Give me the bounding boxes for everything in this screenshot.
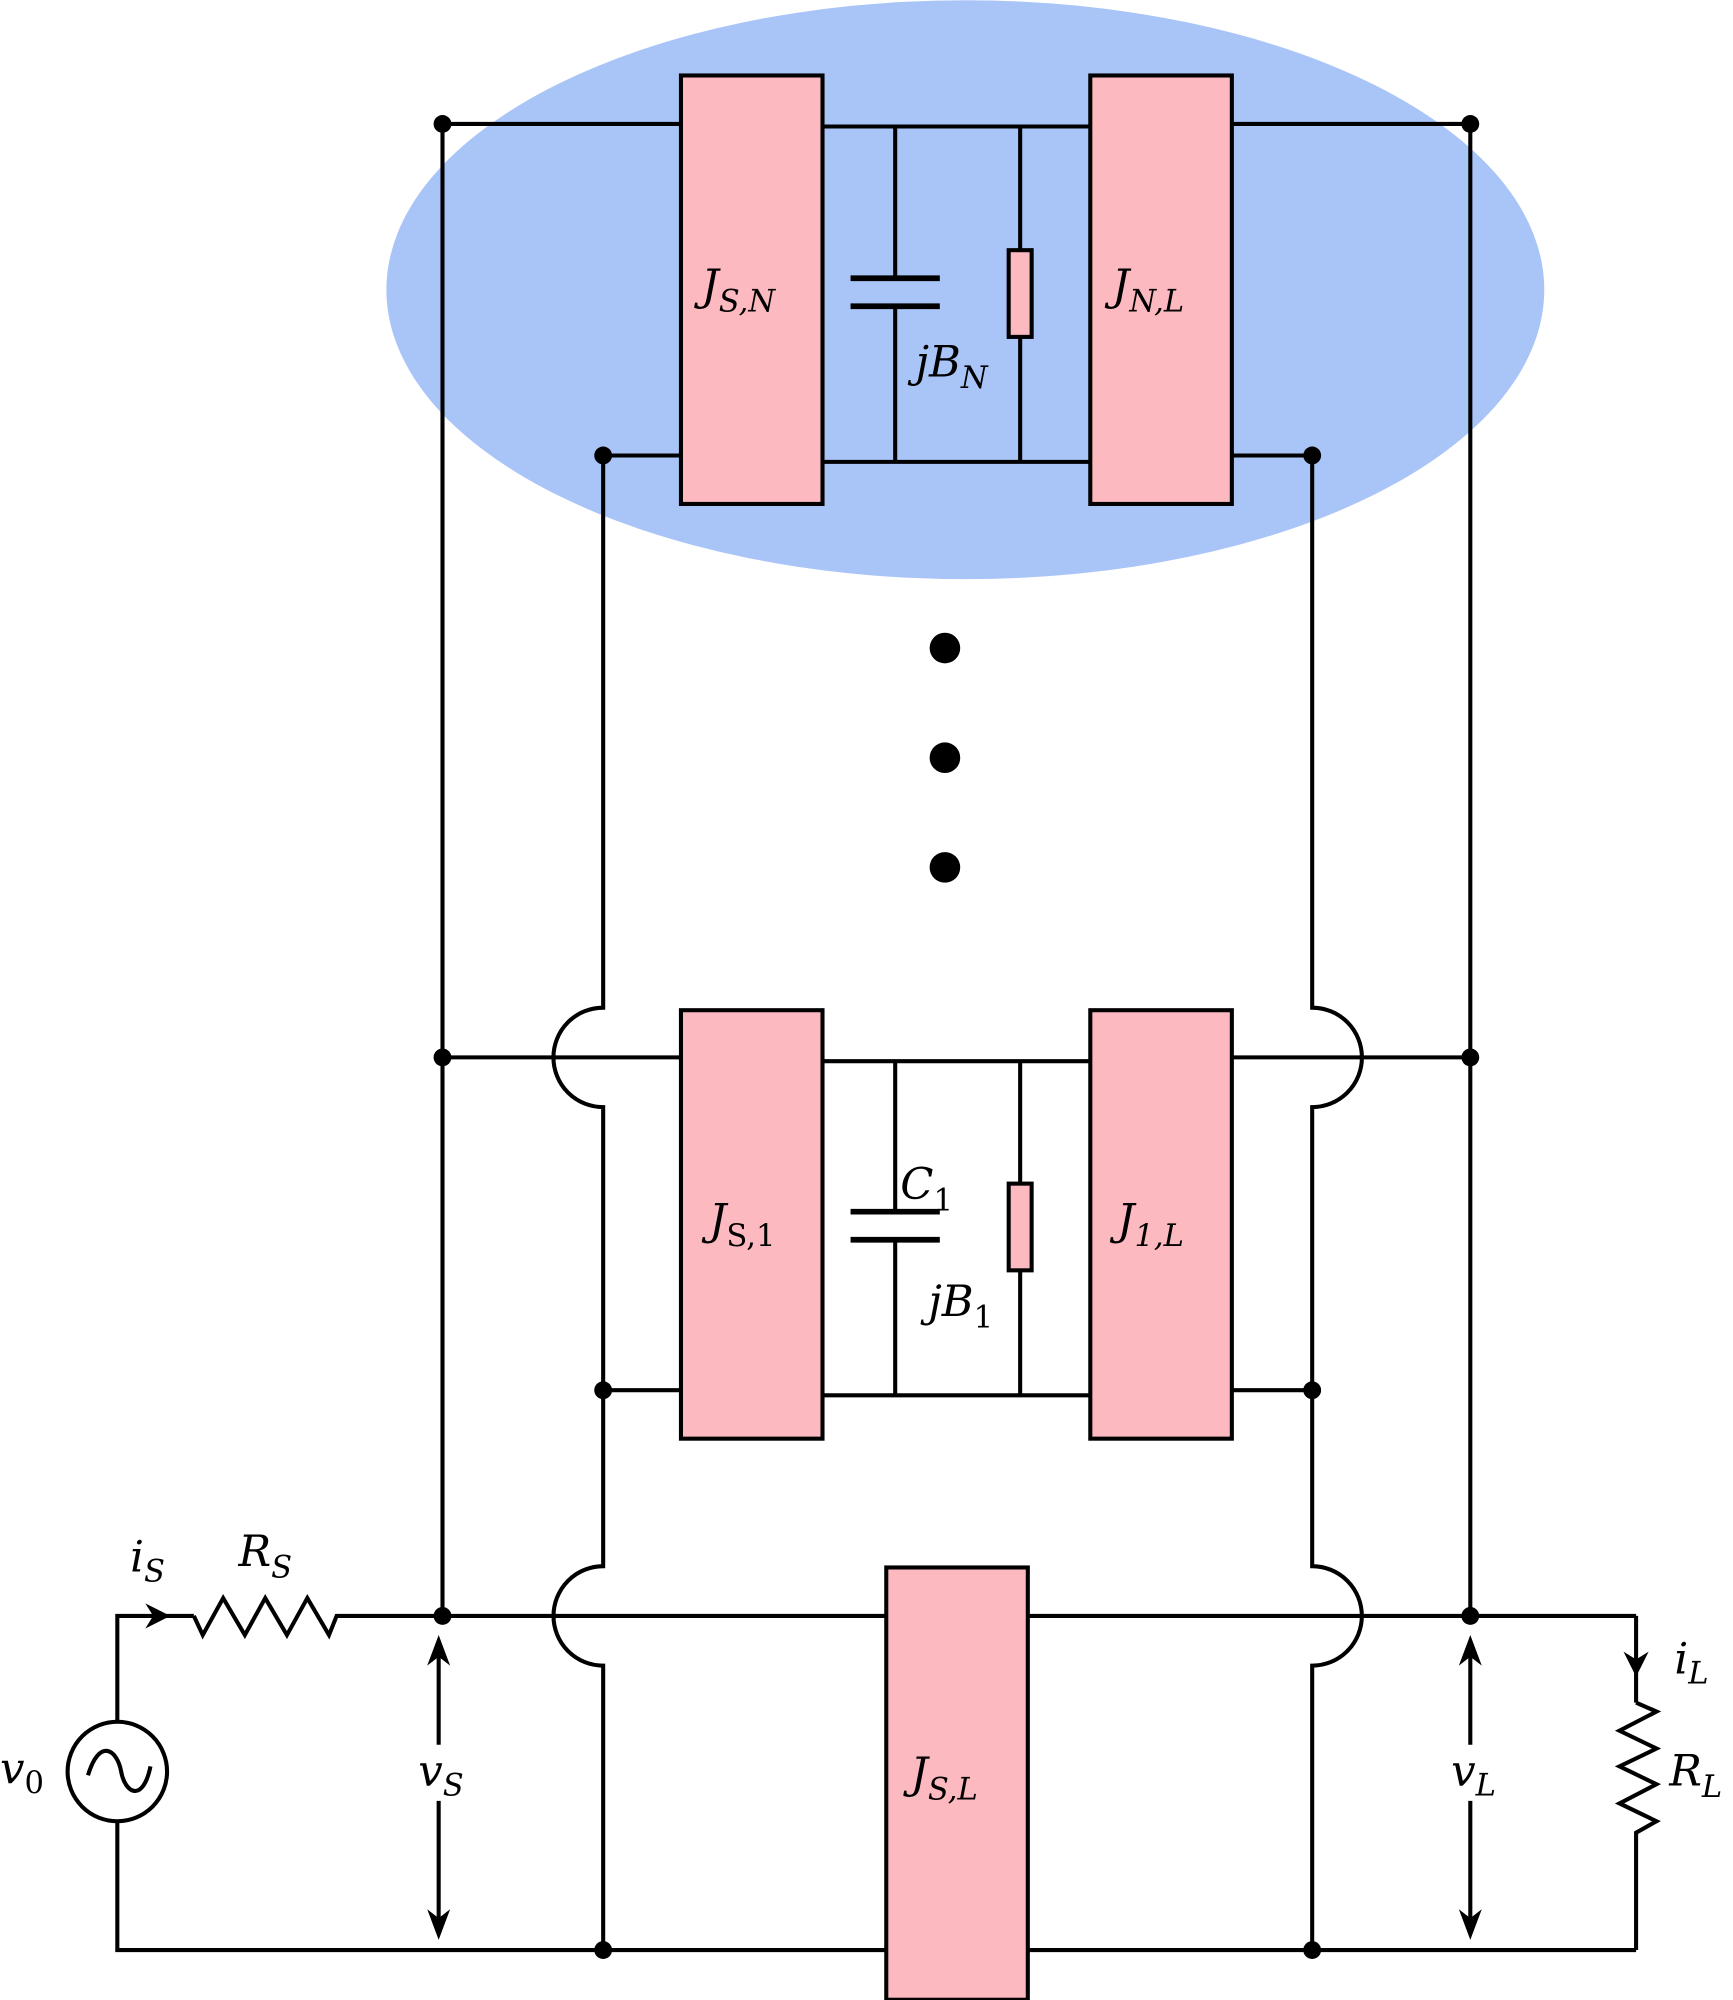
susceptance-element-1 <box>1006 1181 1034 1273</box>
ellipsis-dots <box>929 632 961 883</box>
load-resistor <box>1614 1700 1662 1951</box>
ellipsis-dot <box>929 742 961 774</box>
wire-source-top <box>115 1613 194 1722</box>
label-jb-1: jB1 <box>920 1277 993 1335</box>
label-v0: v0 <box>0 1744 44 1801</box>
source-resistor <box>191 1593 443 1640</box>
label-is: iS <box>130 1532 165 1589</box>
junction-dot <box>1461 115 1480 133</box>
stage-n-highlight <box>386 0 1545 580</box>
current-arrow-is <box>145 1603 171 1629</box>
inverter-block-n-l <box>1088 73 1234 506</box>
label-jb-n: jBN <box>908 337 989 395</box>
junction-dot <box>433 1048 452 1067</box>
sine-wave-icon <box>86 1748 153 1793</box>
wire-load-ground-rail <box>1310 455 1364 1951</box>
junction-dot <box>1303 446 1322 465</box>
ac-source <box>65 1719 170 1824</box>
label-rl: RL <box>1668 1747 1722 1805</box>
current-arrow-il <box>1623 1651 1649 1677</box>
junction-dot <box>433 1606 452 1625</box>
wire-source-bottom <box>115 1821 604 1953</box>
junction-dot <box>1461 1048 1480 1067</box>
inverter-block-s-n <box>678 73 825 506</box>
junction-dot <box>1461 1606 1480 1625</box>
junction-dot <box>433 115 452 133</box>
junction-dot <box>594 1941 613 1959</box>
label-vl: vL <box>1451 1747 1496 1804</box>
ellipsis-dot <box>929 852 961 883</box>
arrowhead <box>1458 1635 1482 1666</box>
inverter-block-s-l <box>884 1565 1030 2000</box>
label-vs: vS <box>418 1747 463 1804</box>
label-rs: RS <box>237 1527 292 1585</box>
junction-dot <box>1303 1941 1322 1959</box>
junction-dot <box>594 1381 613 1400</box>
label-j-n-l: JN,L <box>1104 261 1184 319</box>
inverter-block-1-l <box>1088 1008 1234 1441</box>
junctions <box>433 115 1480 1959</box>
arrowhead <box>1458 1909 1482 1940</box>
inverter-block-s-1 <box>678 1008 825 1441</box>
susceptance-element-n <box>1006 248 1034 339</box>
junction-dot <box>594 446 613 465</box>
label-c-1: C1 <box>900 1160 953 1218</box>
ellipsis-dot <box>929 632 961 664</box>
arrowhead <box>427 1909 451 1940</box>
wire-source-ground-rail <box>551 455 606 1951</box>
arrowhead <box>427 1635 451 1666</box>
label-il: iL <box>1674 1634 1708 1691</box>
junction-dot <box>1303 1381 1322 1400</box>
